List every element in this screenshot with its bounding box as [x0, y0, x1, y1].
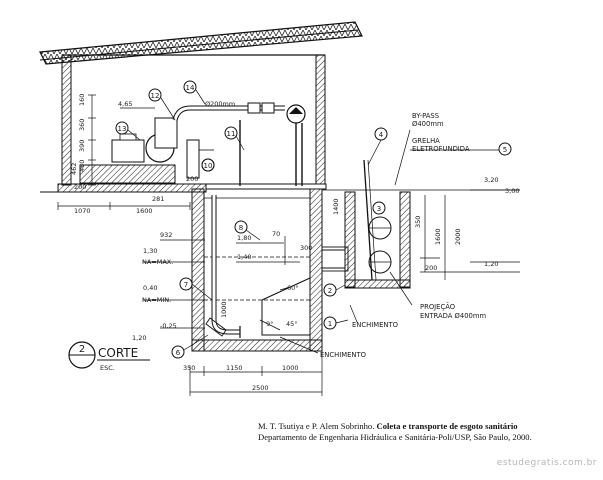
section-scale: ESC.: [100, 364, 115, 372]
caption-rest: Departamento de Engenharia Hidráulica e …: [258, 432, 532, 442]
dim-bottom: 350: [183, 364, 195, 372]
dim-left-bottom: 200: [74, 183, 86, 191]
callout-label: 13: [118, 125, 127, 133]
dim-200r: 200: [425, 264, 437, 272]
projecao-label: PROJEÇÃO: [420, 302, 455, 311]
dim-320: 3,20: [484, 176, 498, 184]
callout-label: 11: [227, 130, 236, 138]
annotation-texts: BY-PASS Ø400mm GRELHA ELETROFUNDIDA PROJ…: [320, 112, 486, 359]
dim-200c: 200: [186, 175, 198, 183]
dim-350: 350: [414, 216, 422, 228]
dim-left-stack: 462: [70, 163, 78, 175]
callout-label: 14: [186, 84, 195, 92]
pump-motor-set: [79, 105, 285, 184]
caption: M. T. Tsutiya e P. Alem Sobrinho. Coleta…: [258, 421, 578, 443]
angle-9: 9°: [266, 320, 273, 328]
grelha-type: ELETROFUNDIDA: [412, 145, 470, 153]
dim-300b: 3,00: [505, 187, 519, 195]
discharge-pipework: [239, 102, 306, 186]
leader-lines: [127, 89, 499, 354]
dim-281: 281: [152, 195, 164, 203]
dimension-lines: [57, 94, 520, 396]
dim-left-stack: 160: [78, 94, 86, 106]
dim-left-stack: 390: [78, 140, 86, 152]
dim-left-stack: 360: [78, 119, 86, 131]
bypass-dim: Ø400mm: [412, 120, 444, 128]
entrada-label: ENTRADA Ø400mm: [420, 312, 486, 320]
watermark: estudegratis.com.br: [496, 458, 597, 468]
floor-slab: [40, 183, 327, 193]
dim-120r: 1,20: [484, 260, 498, 268]
dim-left-stack: 480: [78, 160, 86, 172]
callout-label: 12: [151, 92, 160, 100]
dim-floor-left: 1600: [136, 207, 153, 215]
callout-label: 6: [176, 349, 181, 357]
wet-well: [191, 188, 323, 352]
angle-60: 60°: [287, 284, 299, 292]
na-min-label: NA=MIN.: [142, 296, 171, 304]
angle-45: 45°: [286, 320, 298, 328]
dim-300: 300: [300, 244, 312, 252]
dimension-texts: 160 360 390 480 462 200 1070 1600 281 93…: [70, 94, 519, 392]
callout-label: 10: [204, 162, 213, 170]
callout-label: 2: [328, 287, 332, 295]
dim-bottom: 1000: [282, 364, 299, 372]
dim-465: 4,65: [118, 100, 132, 108]
callout-label: 3: [377, 205, 381, 213]
pipe-200-label: Ø200mm: [205, 100, 235, 108]
na-max-label: NA=MAX.: [142, 258, 173, 266]
caption-authors: M. T. Tsutiya e P. Alem Sobrinho.: [258, 421, 375, 431]
dim-025: -0,25: [160, 322, 177, 330]
dim-1000: 1000: [220, 301, 228, 318]
enchimento-label: ENCHIMENTO: [320, 351, 366, 359]
section-title-text: CORTE: [98, 346, 138, 360]
dim-1400: 1400: [332, 198, 340, 215]
dim-70: 70: [272, 230, 280, 238]
dim-2000: 2000: [454, 228, 462, 245]
bypass-label: BY-PASS: [412, 112, 439, 120]
callout-label: 4: [379, 131, 384, 139]
dim-180: 1,80: [237, 234, 251, 242]
callout-bubbles: 12 14 13 11 10 8 7 6 2 1 4 3 5: [115, 80, 512, 359]
dim-1600: 1600: [434, 228, 442, 245]
dim-932: 932: [160, 231, 172, 239]
callout-label: 1: [328, 320, 332, 328]
callout-label: 7: [184, 281, 188, 289]
callout-label: 5: [503, 146, 507, 154]
dim-total: 2500: [252, 384, 269, 392]
caption-title: Coleta e transporte de esgoto sanitário: [376, 421, 518, 431]
callout-label: 8: [239, 224, 243, 232]
roof: [39, 21, 363, 65]
dim-120: 1,20: [132, 334, 146, 342]
section-title: 2 CORTE ESC.: [68, 341, 150, 372]
section-number: 2: [79, 344, 85, 355]
dim-140: 1,40: [237, 253, 251, 261]
dim-floor-left: 1070: [74, 207, 91, 215]
dim-bottom: 1150: [226, 364, 243, 372]
dim-130: 1,30: [143, 247, 157, 255]
suction-pipe: [205, 195, 241, 338]
enchimento-label: ENCHIMENTO: [352, 321, 398, 329]
grelha-label: GRELHA: [412, 137, 440, 145]
dim-040: 0,40: [143, 284, 157, 292]
